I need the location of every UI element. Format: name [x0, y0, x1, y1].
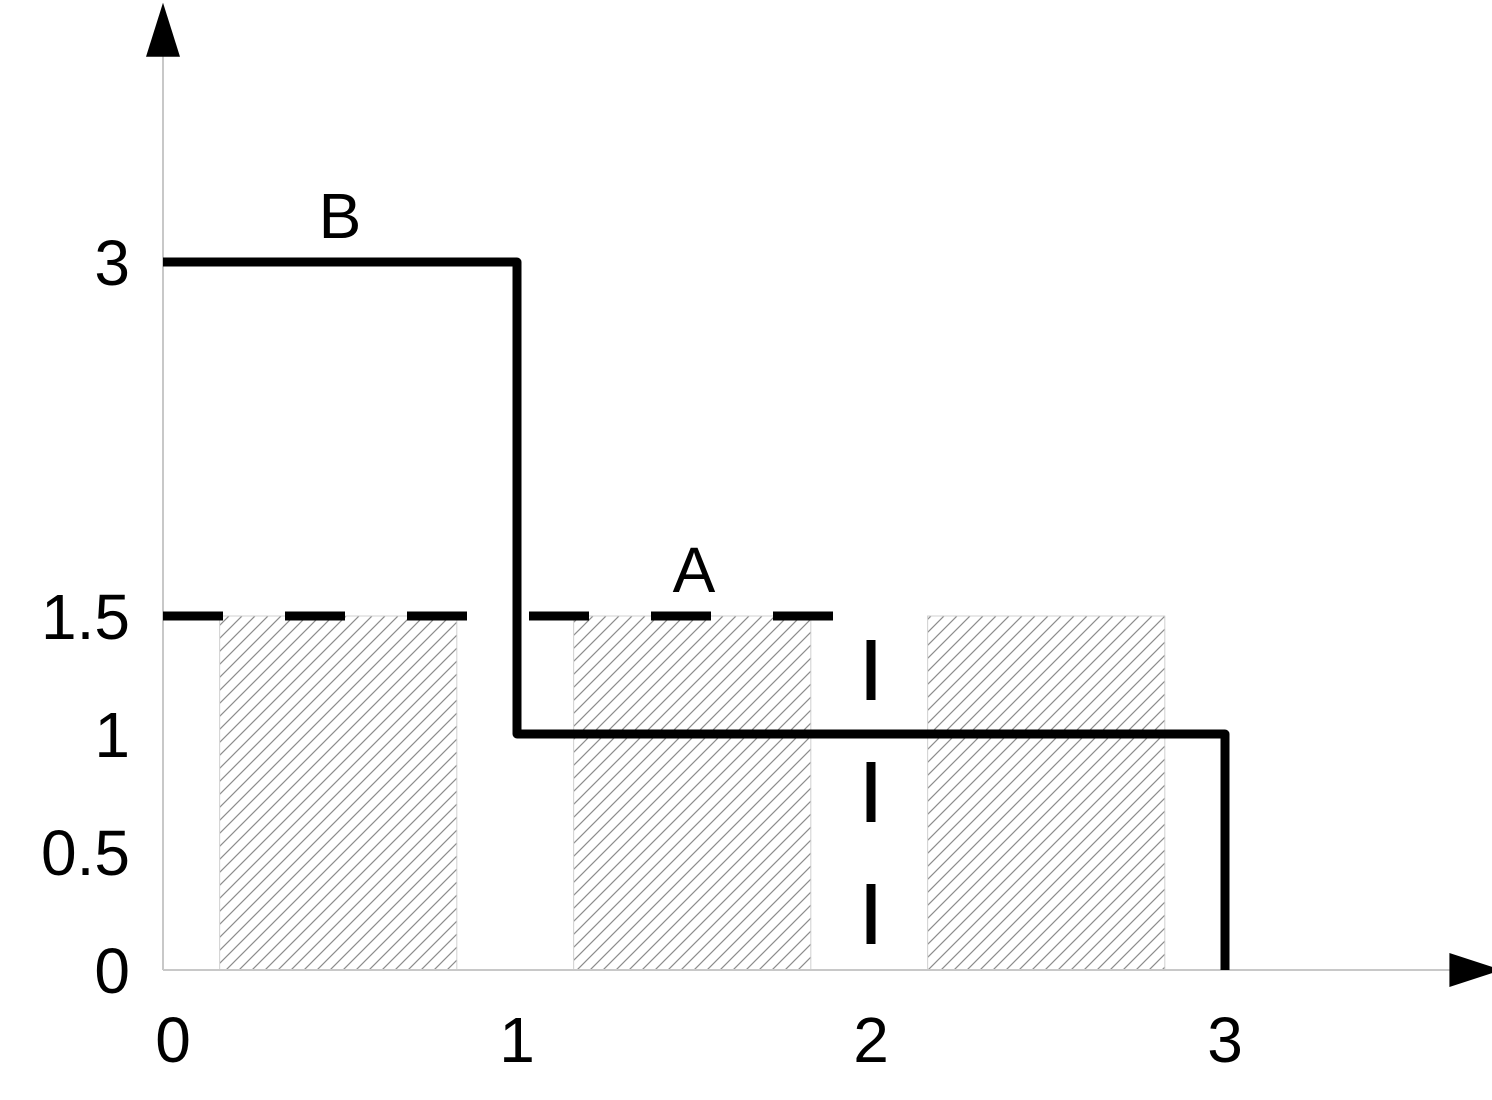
y-tick-label: 1: [94, 699, 130, 771]
series-a-label: A: [673, 534, 716, 606]
hatched-region-3: [927, 615, 1166, 971]
y-tick-label: 0.5: [41, 817, 130, 889]
series-labels: BA: [319, 180, 716, 606]
y-tick-label: 0: [94, 935, 130, 1007]
x-tick-label: 1: [499, 1004, 535, 1076]
hatched-region-2: [573, 615, 812, 971]
axes: [146, 2, 1492, 987]
series-b-label: B: [319, 180, 362, 252]
series-a-line: [163, 611, 876, 970]
shaded-regions: [219, 615, 1166, 971]
hatched-region-1: [219, 615, 458, 971]
y-tick-label: 3: [94, 227, 130, 299]
x-tick-label: 3: [1207, 1004, 1243, 1076]
series-b-line: [163, 257, 1230, 970]
y-axis-arrow-icon: [146, 2, 180, 57]
x-tick-label: 0: [155, 1004, 191, 1076]
x-axis-arrow-icon: [1449, 953, 1492, 987]
series-layer: [163, 257, 1230, 970]
tick-labels: 0 1 2 3 0 0.5 1 1.5 3: [41, 227, 1243, 1076]
x-tick-label: 2: [853, 1004, 889, 1076]
y-tick-label: 1.5: [41, 581, 130, 653]
